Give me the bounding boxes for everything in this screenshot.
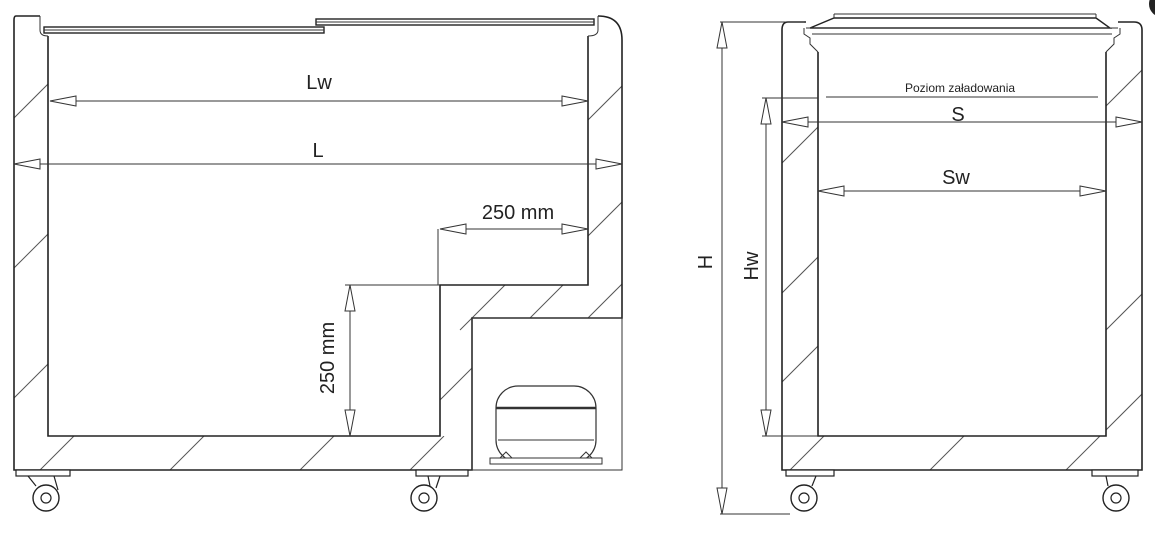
caster-left-icon — [15, 469, 71, 512]
dimension-h: H — [695, 21, 804, 515]
side-view: H Hw Poziom załadowania S Sw — [695, 13, 1143, 515]
dimension-s-label: S — [951, 104, 964, 126]
side-caster-left-icon — [785, 469, 835, 512]
side-wall-hatching-right — [1106, 69, 1142, 431]
load-level-label: Poziom załadowania — [905, 81, 1015, 95]
top-rim-right — [587, 16, 599, 37]
side-cabinet-outer — [781, 21, 1143, 471]
dimension-step-height-label: 250 mm — [317, 322, 339, 394]
floor-hatching — [39, 436, 445, 470]
compressor-compartment — [471, 317, 623, 471]
dimension-h-label: H — [695, 255, 717, 269]
dimension-step-width: 250 mm — [437, 202, 589, 285]
dimension-l: L — [13, 140, 623, 170]
dimension-sw-label: Sw — [942, 167, 970, 189]
compressor-icon — [489, 385, 603, 465]
dimension-sw: Sw — [817, 167, 1107, 197]
side-rim — [803, 27, 1121, 53]
top-rim-left — [39, 16, 49, 37]
caster-right-icon — [410, 469, 469, 512]
dimension-lw: Lw — [49, 72, 589, 107]
dimension-hw: Hw — [741, 97, 818, 437]
corner-overlay-icon[interactable] — [1147, 0, 1155, 18]
dimension-hw-label: Hw — [741, 251, 763, 280]
side-floor-hatching — [789, 436, 1101, 470]
side-cabinet-inner — [817, 52, 1107, 437]
front-view: Lw L 250 mm 250 mm — [13, 15, 623, 512]
dimension-step-height: 250 mm — [317, 284, 440, 437]
side-caster-right-icon — [1091, 469, 1139, 512]
side-lid — [809, 17, 1113, 29]
dimension-s: S — [781, 104, 1143, 128]
wall-hatching-left — [14, 83, 48, 399]
wall-hatching-right — [588, 85, 622, 318]
dimension-lw-label: Lw — [306, 72, 332, 94]
dimension-l-label: L — [312, 140, 323, 162]
dimension-step-width-label: 250 mm — [482, 202, 554, 224]
step-hatching — [440, 285, 564, 401]
side-wall-hatching-left — [782, 126, 818, 383]
load-level-line: Poziom załadowania — [826, 81, 1098, 98]
cabinet-inner — [47, 36, 589, 437]
